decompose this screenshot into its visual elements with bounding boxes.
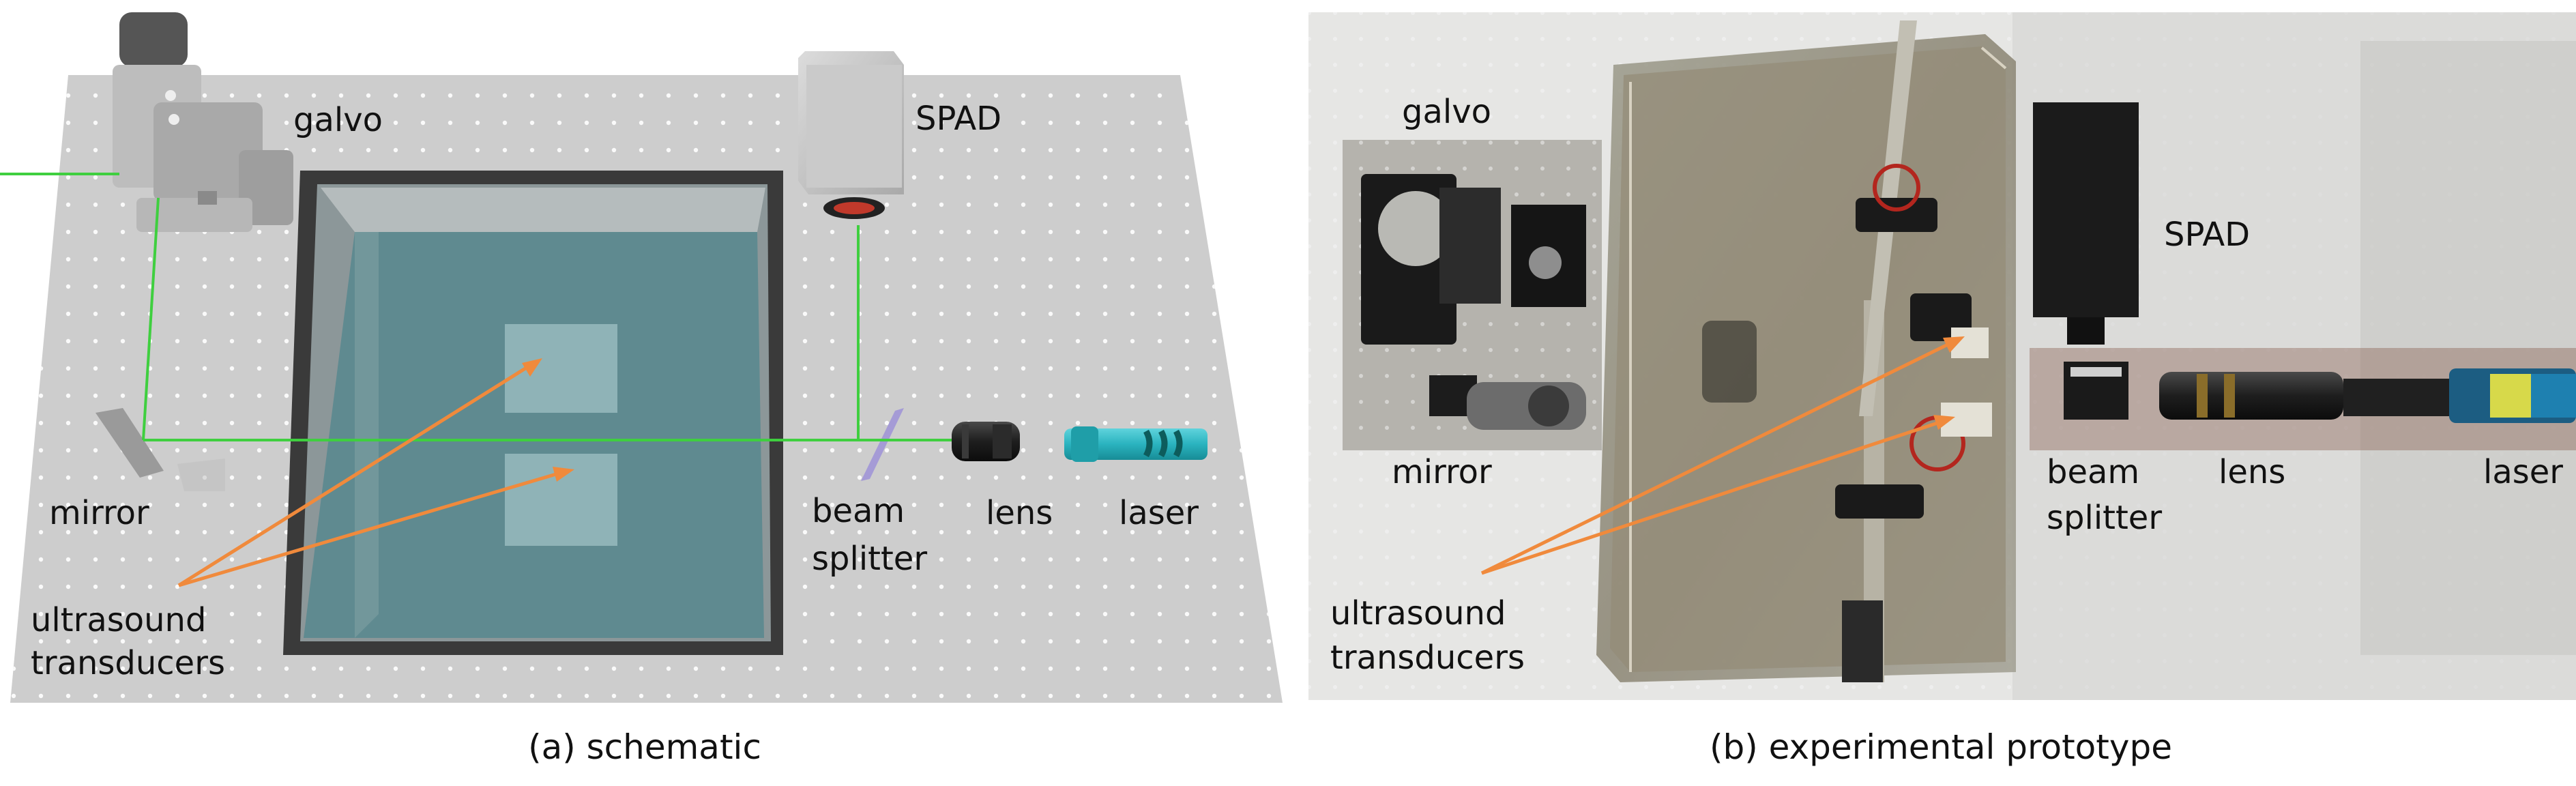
label-galvo-b: galvo xyxy=(1402,93,1491,131)
spad-icon xyxy=(2033,102,2139,345)
ultrasound-pointer-arrows xyxy=(177,358,574,587)
label-beam-b: beam xyxy=(2047,453,2139,491)
label-mirror-b: mirror xyxy=(1392,453,1492,491)
label-ultrasound-b: ultrasound xyxy=(1330,594,1506,632)
water-tank xyxy=(283,171,783,655)
galvo-icon xyxy=(113,12,293,232)
panel-b-prototype: galvo SPAD mirror beam splitter lens las… xyxy=(1308,12,2576,767)
label-beam-a: beam xyxy=(812,492,905,530)
label-laser-b: laser xyxy=(2483,453,2563,491)
caption-a: (a) schematic xyxy=(528,727,761,767)
beam-path xyxy=(0,173,955,441)
label-spad-b: SPAD xyxy=(2164,216,2250,254)
label-ultrasound-a: ultrasound xyxy=(31,601,206,639)
lens-icon xyxy=(952,422,1020,461)
label-splitter-a: splitter xyxy=(812,540,927,578)
label-transducers-a: transducers xyxy=(31,644,225,682)
label-spad-a: SPAD xyxy=(916,100,1001,138)
transducer-plate-top xyxy=(505,324,617,413)
label-splitter-b: splitter xyxy=(2047,499,2162,537)
label-transducers-b: transducers xyxy=(1330,639,1525,677)
laser-icon xyxy=(2449,368,2576,423)
caption-b: (b) experimental prototype xyxy=(1710,727,2172,767)
mirror-icon xyxy=(96,408,164,478)
label-lens-b: lens xyxy=(2219,453,2285,491)
laser-icon xyxy=(1064,426,1208,462)
water-tank xyxy=(1596,20,2016,682)
spad-icon xyxy=(798,51,904,219)
mirror-icon xyxy=(1467,382,1586,430)
transducer-plate-bottom xyxy=(505,454,617,546)
label-lens-a: lens xyxy=(986,494,1053,532)
label-galvo-a: galvo xyxy=(293,101,383,139)
lens-icon xyxy=(2159,372,2466,420)
beam-splitter-icon xyxy=(861,408,904,481)
label-mirror-a: mirror xyxy=(49,494,149,532)
ultrasound-pointer-arrows xyxy=(1480,336,1965,575)
label-laser-a: laser xyxy=(1119,494,1199,532)
panel-a-schematic: galvo SPAD mirror beam splitter lens las… xyxy=(0,12,1283,767)
